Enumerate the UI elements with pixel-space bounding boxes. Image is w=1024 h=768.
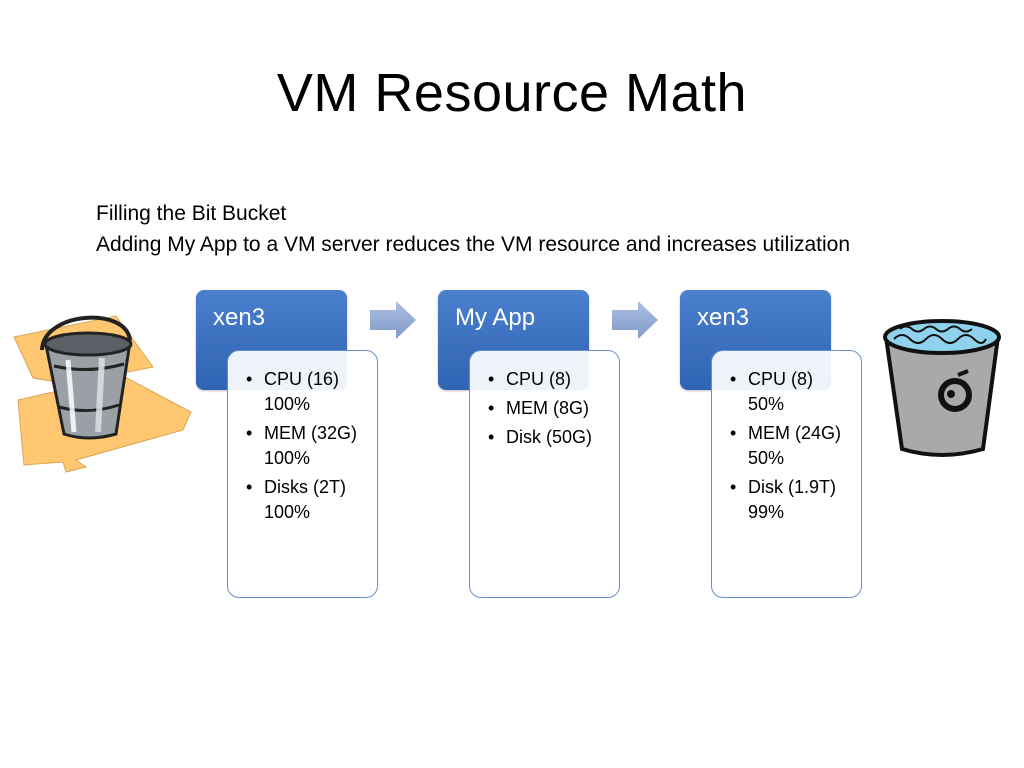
subtitle-line: Adding My App to a VM server reduces the… [96,233,851,256]
list-item: CPU (8) 50% [726,367,853,417]
chevron-arrow-icon [370,301,416,339]
full-bucket-icon [883,319,1001,457]
list-item: Disk (1.9T) 99% [726,475,853,525]
list-item: MEM (8G) [484,396,611,421]
process-step-title: My App [455,304,536,331]
chevron-arrow-icon [612,301,658,339]
list-item: Disk (50G) [484,425,611,450]
list-item: MEM (32G) 100% [242,421,369,471]
list-item: MEM (24G) 50% [726,421,853,471]
process-step-card: CPU (8) 50% MEM (24G) 50% Disk (1.9T) 99… [711,350,862,598]
process-step-card: CPU (16) 100% MEM (32G) 100% Disks (2T) … [227,350,378,598]
list-item: CPU (16) 100% [242,367,369,417]
process-step-title: xen3 [213,304,266,331]
slide-title: VM Resource Math [276,63,748,123]
process-step-title: xen3 [697,304,750,331]
list-item: CPU (8) [484,367,611,392]
empty-bucket-icon [13,315,192,473]
list-item: Disks (2T) 100% [242,475,369,525]
subtitle-line: Filling the Bit Bucket [96,202,287,225]
subtitle: Filling the Bit Bucket Adding My App to … [96,198,850,260]
process-step-card: CPU (8) MEM (8G) Disk (50G) [469,350,620,598]
process-step-header: My App [438,290,589,390]
